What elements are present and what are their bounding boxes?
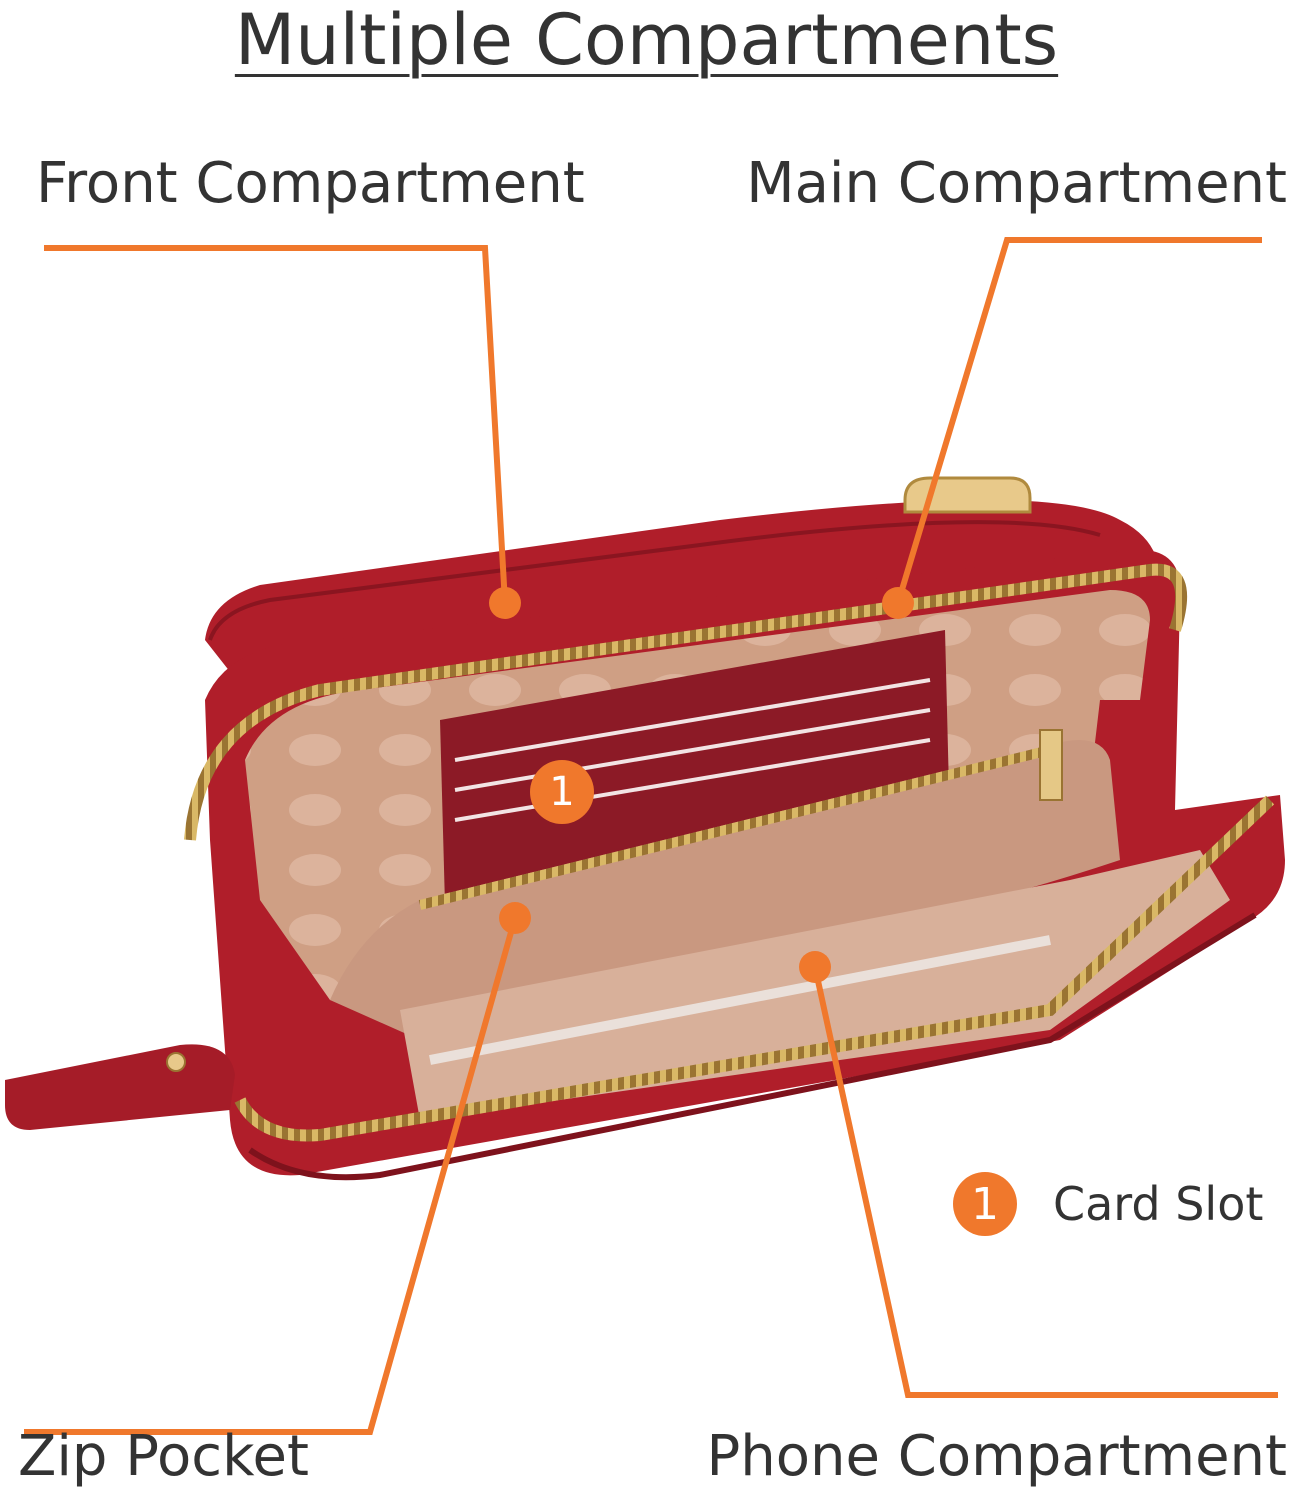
zip-pocket — [330, 740, 1120, 1040]
main-compartment-label: Main Compartment — [746, 151, 1287, 216]
wrist-loop — [5, 1044, 235, 1130]
main-zipper — [184, 563, 1188, 841]
legend: 1 Card Slot — [953, 1172, 1263, 1236]
clasp — [903, 476, 1032, 514]
page-title: Multiple Compartments — [234, 0, 1059, 81]
front-compartment-label: Front Compartment — [36, 151, 585, 216]
zip-pocket-label: Zip Pocket — [18, 1424, 309, 1489]
callout-lines — [24, 237, 1278, 1435]
legend-text: Card Slot — [1053, 1177, 1264, 1231]
legend-badge: 1 — [953, 1172, 1017, 1236]
phone-zipper — [234, 795, 1275, 1142]
card-slot-marker: 1 — [530, 760, 594, 824]
callout-dots — [489, 587, 914, 983]
phone-compartment-label: Phone Compartment — [706, 1424, 1287, 1489]
